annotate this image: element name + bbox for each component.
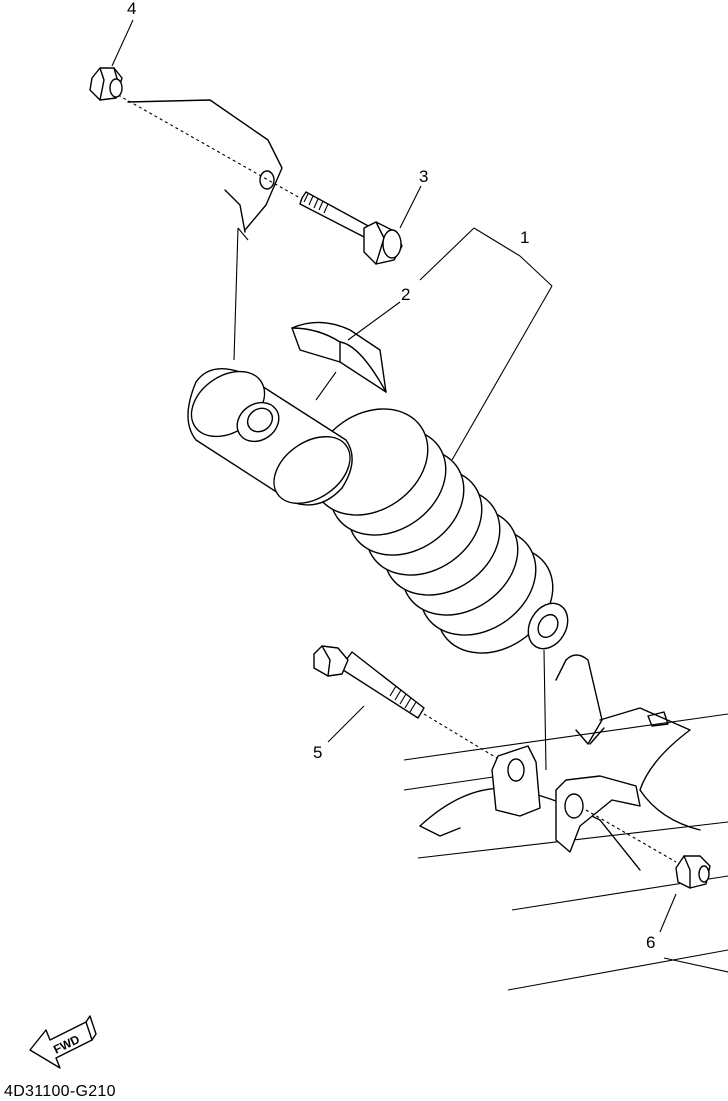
callout-6: 6 bbox=[646, 933, 655, 952]
diagram-code: 4D31100-G210 bbox=[4, 1083, 116, 1100]
upper-bolt bbox=[299, 191, 403, 265]
bump-cushion bbox=[291, 321, 387, 393]
callout-5: 5 bbox=[313, 743, 322, 762]
leader-lines bbox=[111, 19, 677, 933]
callout-3: 3 bbox=[419, 167, 428, 186]
lower-bolt bbox=[313, 645, 501, 761]
callout-2: 2 bbox=[401, 285, 410, 304]
callout-1: 1 bbox=[520, 228, 529, 247]
upper-nut bbox=[89, 67, 123, 101]
lower-nut bbox=[675, 855, 711, 889]
lower-mount-bracket bbox=[491, 654, 677, 863]
upper-frame-bracket bbox=[127, 99, 283, 361]
upper-mount-axis bbox=[117, 94, 301, 199]
fwd-arrow-icon: FWD bbox=[29, 1015, 97, 1069]
callout-4: 4 bbox=[127, 0, 136, 18]
rear-shock-absorber bbox=[187, 368, 569, 654]
